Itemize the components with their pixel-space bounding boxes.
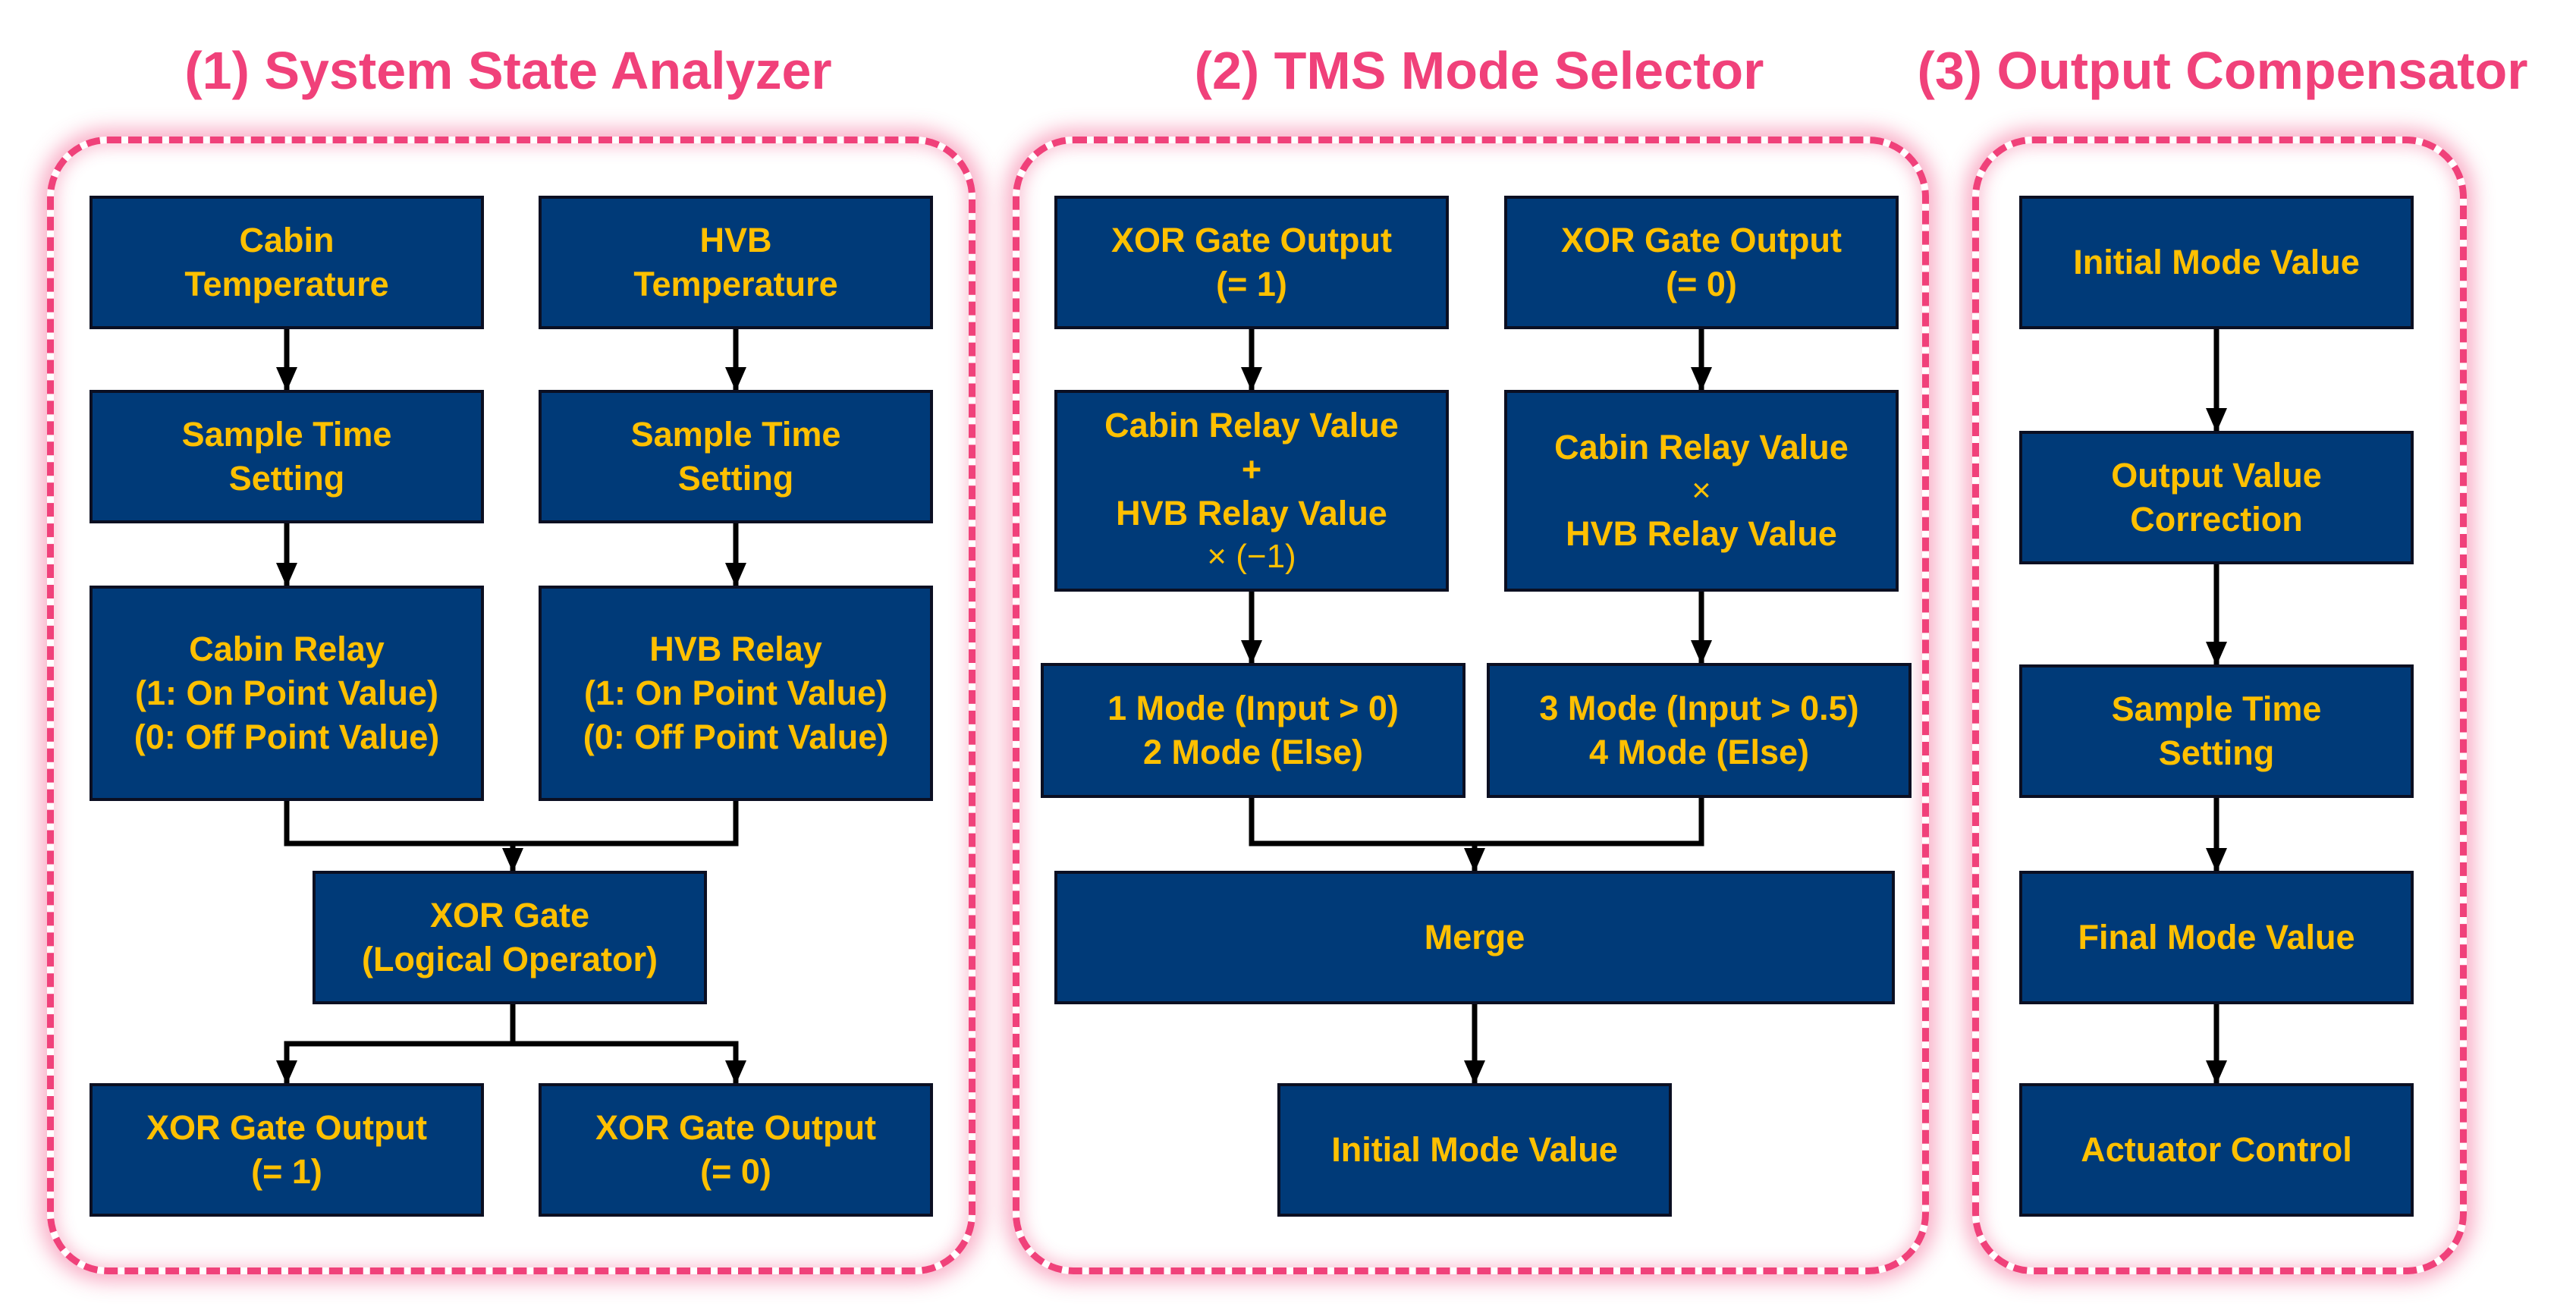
xor-input-1-box: XOR Gate Output (= 1) bbox=[1054, 196, 1449, 329]
xor-gate-box: XOR Gate (Logical Operator) bbox=[313, 871, 707, 1004]
line-cabin-relay-join bbox=[284, 801, 513, 847]
actuator-control-box: Actuator Control bbox=[2019, 1083, 2414, 1217]
compensator-panel bbox=[1972, 137, 2467, 1274]
cabin-temperature-box: Cabin Temperature bbox=[90, 196, 484, 329]
xor-output-0-box: XOR Gate Output (= 0) bbox=[539, 1083, 933, 1217]
selector-title: (2) TMS Mode Selector bbox=[1194, 41, 1764, 100]
line-mode34-join bbox=[1475, 798, 1704, 847]
xor-output-1-box: XOR Gate Output (= 1) bbox=[90, 1083, 484, 1217]
hvb-relay-box: HVB Relay (1: On Point Value) (0: Off Po… bbox=[539, 586, 933, 801]
arrow-xor-to-output-1 bbox=[276, 1041, 513, 1085]
relay-product-box: Cabin Relay Value × HVB Relay Value bbox=[1504, 390, 1899, 592]
cabin-sample-time-box: Sample Time Setting bbox=[90, 390, 484, 523]
relay-sum-box: Cabin Relay Value + HVB Relay Value × (−… bbox=[1054, 390, 1449, 592]
analyzer-panel bbox=[47, 137, 975, 1274]
output-correction-box: Output Value Correction bbox=[2019, 431, 2414, 564]
merge-box: Merge bbox=[1054, 871, 1895, 1004]
selector-panel bbox=[1013, 137, 1929, 1274]
mode-3-4-box: 3 Mode (Input > 0.5) 4 Mode (Else) bbox=[1487, 663, 1912, 798]
compensator-initial-mode-box: Initial Mode Value bbox=[2019, 196, 2414, 329]
xor-input-0-box: XOR Gate Output (= 0) bbox=[1504, 196, 1899, 329]
compensator-sample-time-box: Sample Time Setting bbox=[2019, 664, 2414, 798]
arrow-xor-to-output-0 bbox=[513, 1041, 746, 1085]
final-mode-box: Final Mode Value bbox=[2019, 871, 2414, 1004]
selector-initial-mode-box: Initial Mode Value bbox=[1277, 1083, 1672, 1217]
analyzer-title: (1) System State Analyzer bbox=[184, 41, 832, 100]
line-mode12-join bbox=[1249, 798, 1475, 847]
hvb-sample-time-box: Sample Time Setting bbox=[539, 390, 933, 523]
mode-1-2-box: 1 Mode (Input > 0) 2 Mode (Else) bbox=[1041, 663, 1465, 798]
compensator-title: (3) Output Compensator bbox=[1917, 41, 2528, 100]
cabin-relay-box: Cabin Relay (1: On Point Value) (0: Off … bbox=[90, 586, 484, 801]
hvb-temperature-box: HVB Temperature bbox=[539, 196, 933, 329]
line-hvb-relay-join bbox=[513, 801, 739, 847]
